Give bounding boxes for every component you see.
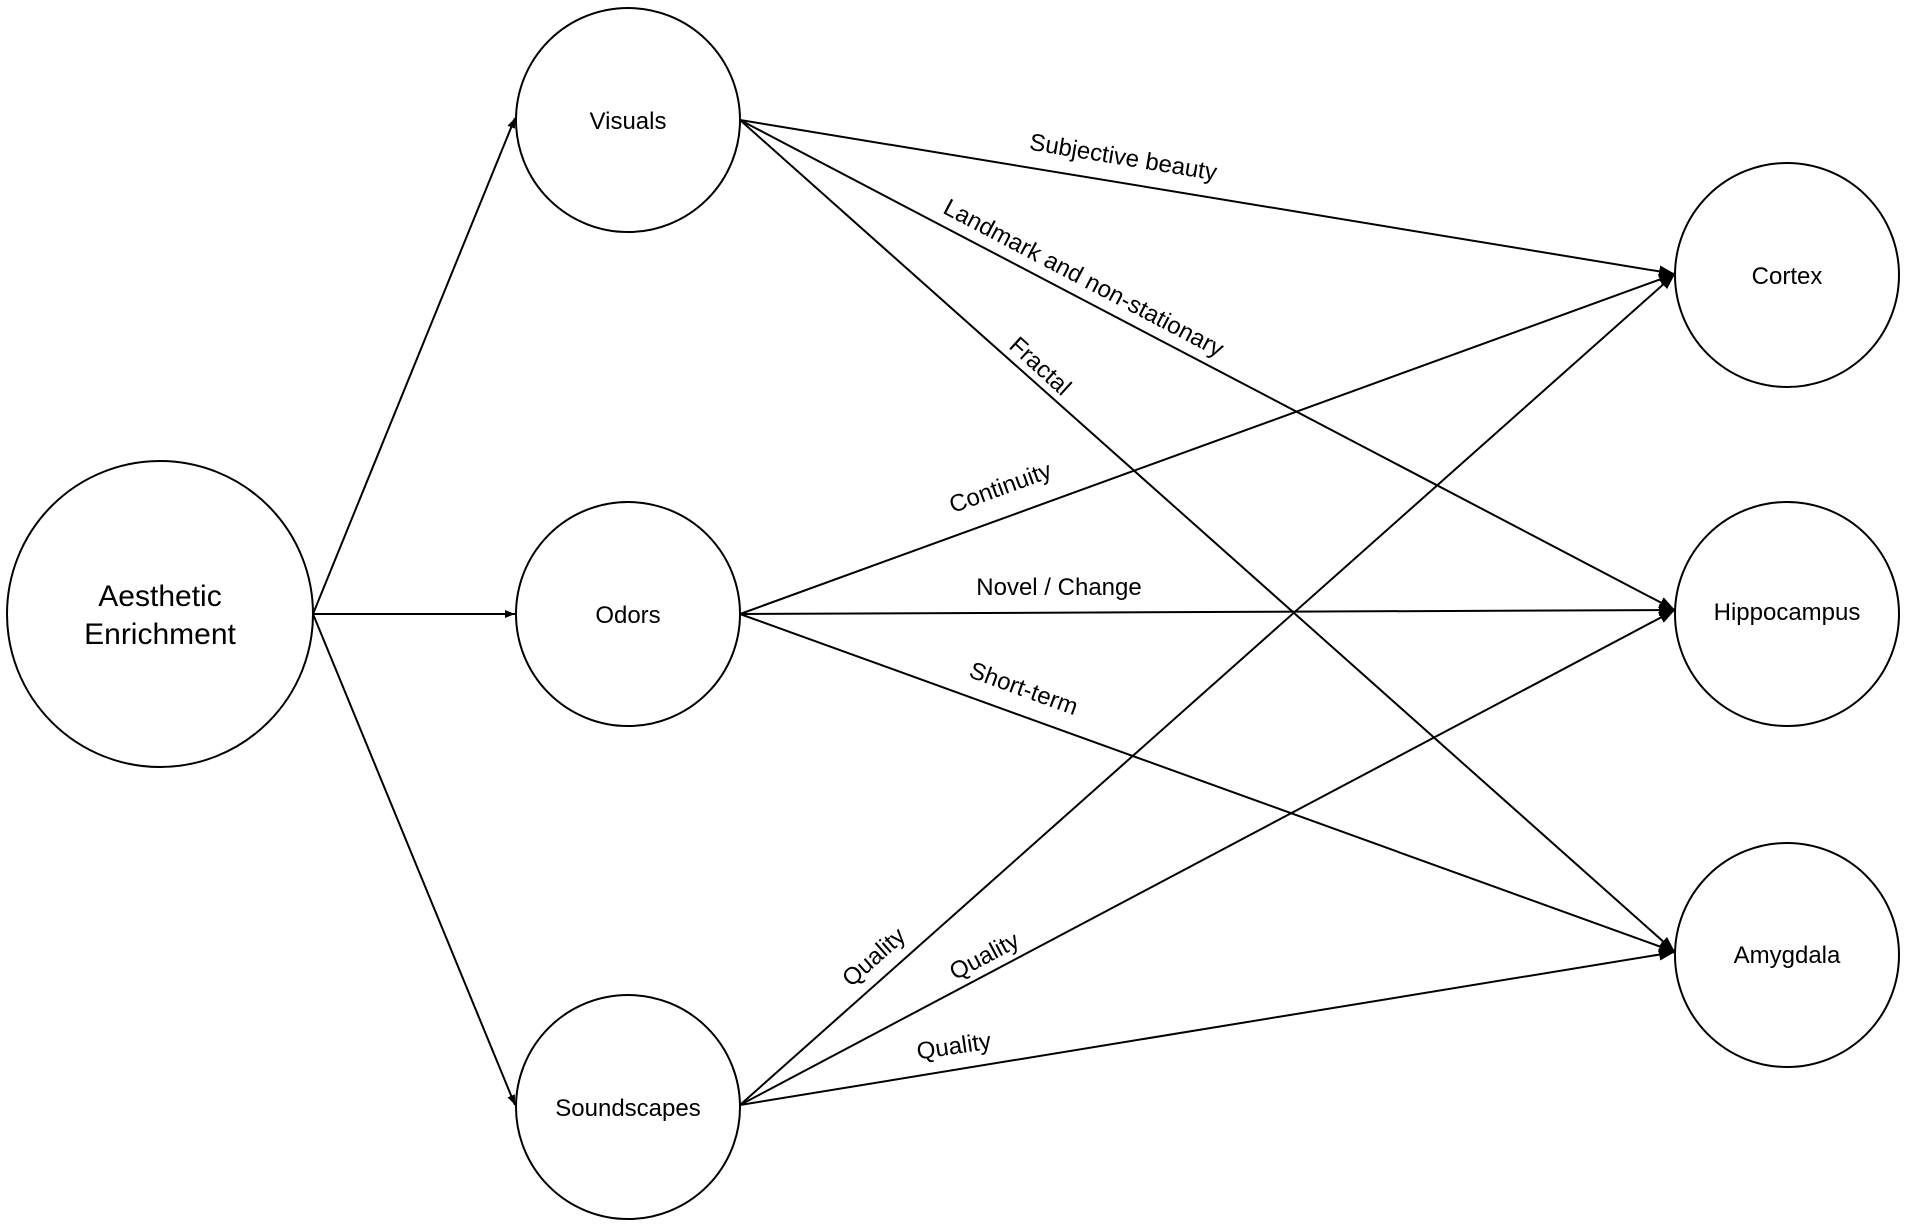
edge-label-landmark: Landmark and non-stationary <box>939 194 1228 363</box>
edge-odors-cortex <box>739 273 1676 615</box>
edges-level-1 <box>312 117 516 1106</box>
edge-soundscapes-cortex <box>739 273 1676 1106</box>
edge-aesthetic-soundscapes <box>312 613 516 1106</box>
edge-odors-amygdala <box>739 613 1676 953</box>
node-circle <box>515 501 741 727</box>
edge-soundscapes-hippocampus <box>739 609 1676 1106</box>
node-label-line1: Aesthetic <box>98 580 221 613</box>
edge-label-quality-cortex: Quality <box>837 922 911 992</box>
edge-label-novel-change: Novel / Change <box>976 574 1141 601</box>
edge-label-continuity: Continuity <box>946 457 1056 519</box>
node-aesthetic-enrichment: Aesthetic Enrichment <box>6 460 314 768</box>
node-soundscapes: Soundscapes <box>515 994 741 1220</box>
edges-level-2 <box>739 119 1676 1106</box>
node-label-line2: Enrichment <box>84 618 236 651</box>
edge-odors-hippocampus <box>739 604 1676 617</box>
node-circle <box>515 994 741 1220</box>
node-label: Cortex <box>1752 263 1823 290</box>
node-label: Amygdala <box>1734 942 1841 969</box>
node-label: Odors <box>595 602 660 629</box>
node-amygdala: Amygdala <box>1674 842 1900 1068</box>
edge-visuals-hippocampus <box>739 119 1676 611</box>
node-circle <box>1674 842 1900 1068</box>
node-hippocampus: Hippocampus <box>1674 501 1900 727</box>
edge-soundscapes-amygdala <box>739 948 1676 1106</box>
node-label: Hippocampus <box>1714 599 1861 626</box>
node-circle <box>1674 162 1900 388</box>
edge-label-short-term: Short-term <box>966 657 1082 721</box>
edge-label-quality-hippocampus: Quality <box>945 927 1024 986</box>
edge-label-fractal: Fractal <box>1004 332 1076 401</box>
node-label: Visuals <box>590 108 667 135</box>
edge-aesthetic-visuals <box>312 117 516 615</box>
edge-visuals-cortex <box>739 119 1676 278</box>
edge-visuals-amygdala <box>739 119 1676 953</box>
node-circle <box>6 460 314 768</box>
edge-label-subjective-beauty: Subjective beauty <box>1028 129 1219 187</box>
node-cortex: Cortex <box>1674 162 1900 388</box>
node-label: Soundscapes <box>555 1095 700 1122</box>
node-circle <box>515 7 741 233</box>
node-visuals: Visuals <box>515 7 741 233</box>
node-odors: Odors <box>515 501 741 727</box>
edge-labels: Subjective beauty Landmark and non-stati… <box>837 129 1228 1066</box>
edge-label-quality-amygdala: Quality <box>915 1028 993 1066</box>
node-circle <box>1674 501 1900 727</box>
